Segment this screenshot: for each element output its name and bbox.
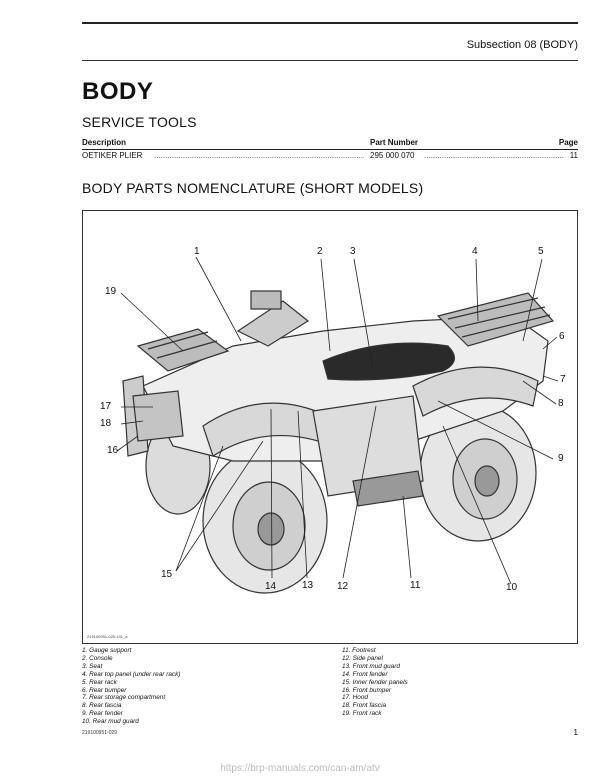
legend-item: 17. Hood <box>342 694 368 702</box>
subsection-label: Subsection 08 (BODY) <box>466 39 578 51</box>
callout-16: 16 <box>107 445 119 456</box>
legend-item: 9. Rear fender <box>82 710 123 718</box>
col-description: Description <box>82 138 127 147</box>
callout-10: 10 <box>506 582 518 593</box>
legend-right: 11. Footrest 12. Side panel 13. Front mu… <box>342 647 408 718</box>
legend-item: 15. Inner fender panels <box>342 678 408 686</box>
callout-3: 3 <box>350 246 356 257</box>
legend-item: 1. Gauge support <box>82 647 132 654</box>
tool-part-number: 295 000 070 <box>370 151 415 160</box>
callout-18: 18 <box>100 418 112 429</box>
callout-1: 1 <box>194 246 200 257</box>
page-title: BODY <box>82 78 154 105</box>
callout-17: 17 <box>100 401 112 412</box>
legend-item: 2. Console <box>82 654 113 662</box>
tool-description: OETIKER PLIER <box>82 151 143 160</box>
callout-15: 15 <box>161 569 173 580</box>
callout-12: 12 <box>337 581 349 592</box>
callout-9: 9 <box>558 453 564 464</box>
legend-item: 8. Rear fascia <box>82 702 122 710</box>
col-page: Page <box>558 138 578 147</box>
header-divider <box>82 60 578 61</box>
seat-shape <box>322 342 455 381</box>
atv-illustration <box>116 256 559 594</box>
legend-item: 10. Rear mud guard <box>82 718 139 726</box>
source-url[interactable]: https://brp-manuals.com/can-am/atv <box>220 763 380 774</box>
callout-11: 11 <box>410 580 421 591</box>
callout-14: 14 <box>265 581 277 592</box>
col-part-number: Part Number <box>370 138 419 147</box>
atv-figure: 1 2 3 4 5 6 7 8 9 10 11 12 13 14 15 16 1… <box>82 210 578 644</box>
legend-left: 1. Gauge support 2. Console 3. Seat 4. R… <box>82 647 180 726</box>
callout-7: 7 <box>560 374 566 385</box>
header-rule <box>82 22 578 24</box>
legend-item: 19. Front rack <box>342 710 382 718</box>
tool-page-link[interactable]: 11 <box>569 151 578 160</box>
page-number: 1 <box>573 728 578 737</box>
legend-item: 5. Rear rack <box>82 678 117 686</box>
legend-item: 14. Front fender <box>342 670 388 678</box>
footer-doc-id: 219100951-029 <box>82 730 118 736</box>
callout-8: 8 <box>558 398 564 409</box>
leader-dots: ........................................… <box>154 151 364 160</box>
callout-6: 6 <box>559 331 565 342</box>
legend-item: 6. Rear bumper <box>82 686 127 694</box>
callout-5: 5 <box>538 246 544 257</box>
legend-item: 3. Seat <box>82 662 103 670</box>
legend-item: 18. Front fascia <box>342 702 387 710</box>
figure-id: 219100951-025-101_a <box>87 634 128 639</box>
service-tools-table-header: Description Part Number Page <box>82 138 578 150</box>
service-tools-heading: SERVICE TOOLS <box>82 114 197 130</box>
legend-item: 7. Rear storage compartment <box>82 694 166 702</box>
legend-item: 12. Side panel <box>342 654 383 662</box>
callout-13: 13 <box>302 580 314 591</box>
nomenclature-heading: BODY PARTS NOMENCLATURE (SHORT MODELS) <box>82 180 424 196</box>
table-row: OETIKER PLIER ..........................… <box>82 151 578 162</box>
callout-2: 2 <box>317 246 323 257</box>
leader-dots: ........................................… <box>424 151 564 160</box>
legend-item: 4. Rear top panel (under rear rack) <box>82 670 181 678</box>
callout-19: 19 <box>105 286 117 297</box>
legend-item: 13. Front mud guard <box>342 662 400 670</box>
legend-item: 16. Front bumper <box>342 686 392 694</box>
callout-4: 4 <box>472 246 478 257</box>
legend-item: 11. Footrest <box>342 647 376 654</box>
